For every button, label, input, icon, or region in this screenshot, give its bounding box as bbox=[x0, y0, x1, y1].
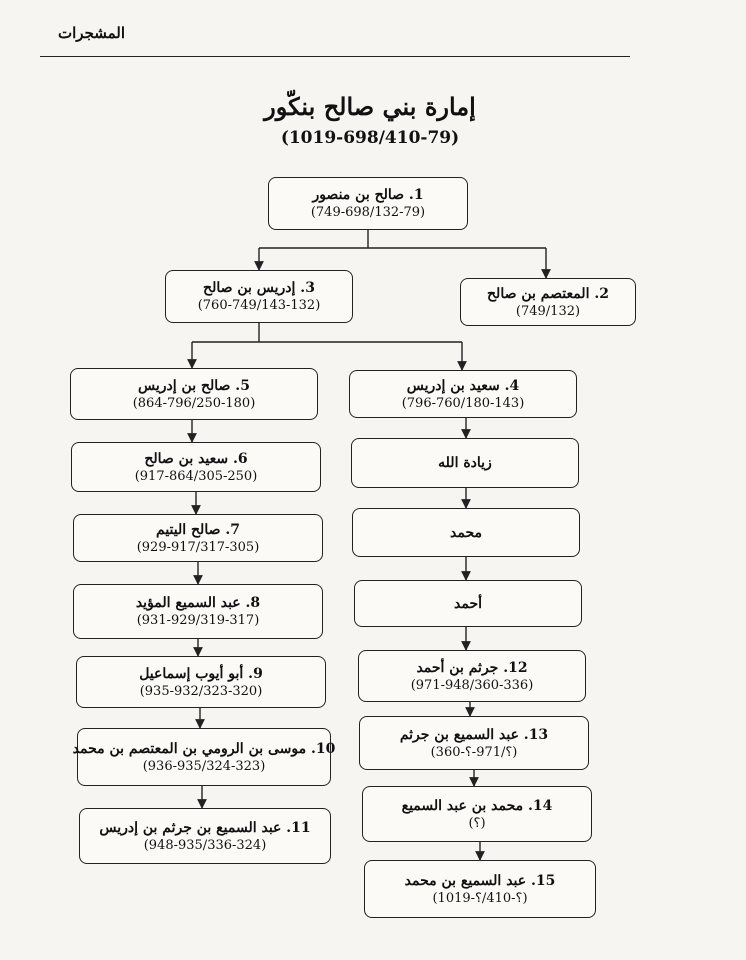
node-14: 14. محمد بن عبد السميع (؟) bbox=[362, 786, 592, 842]
node-13: 13. عبد السميع بن جرثم (360-؟/971-؟) bbox=[359, 716, 589, 770]
node-1-name: 1. صالح بن منصور bbox=[312, 187, 424, 203]
node-6-date: (917-864/305-250) bbox=[134, 468, 258, 484]
node-ahmad-name: أحمد bbox=[454, 595, 482, 612]
node-5-name: 5. صالح بن إدريس bbox=[138, 377, 250, 394]
node-14-name: 14. محمد بن عبد السميع bbox=[401, 797, 553, 814]
page-title: إمارة بني صالح بنكّور bbox=[264, 92, 476, 121]
node-6: 6. سعيد بن صالح (917-864/305-250) bbox=[71, 442, 321, 492]
node-8-date: (931-929/319-317) bbox=[136, 613, 260, 628]
node-2-date: (749/132) bbox=[515, 303, 581, 319]
node-3: 3. إدريس بن صالح (760-749/143-132) bbox=[165, 270, 353, 323]
node-14-date: (؟) bbox=[468, 815, 486, 831]
node-11-date: (948-935/336-324) bbox=[143, 837, 267, 853]
node-7-name: 7. صالح اليتيم bbox=[156, 521, 240, 538]
node-3-date: (760-749/143-132) bbox=[197, 298, 321, 313]
header-rule bbox=[40, 56, 630, 57]
node-8-name: 8. عبد السميع المؤيد bbox=[135, 595, 261, 611]
node-7: 7. صالح اليتيم (929-917/317-305) bbox=[73, 514, 323, 562]
node-2: 2. المعتصم بن صالح (749/132) bbox=[460, 278, 636, 326]
node-9-date: (935-932/323-320) bbox=[139, 683, 263, 699]
node-4: 4. سعيد بن إدريس (796-760/180-143) bbox=[349, 370, 577, 418]
node-5: 5. صالح بن إدريس (864-796/250-180) bbox=[70, 368, 318, 420]
node-2-name: 2. المعتصم بن صالح bbox=[487, 285, 609, 302]
node-5-date: (864-796/250-180) bbox=[132, 395, 256, 411]
node-11-name: 11. عبد السميع بن جرثم بن إدريس bbox=[99, 819, 311, 836]
node-6-name: 6. سعيد بن صالح bbox=[144, 450, 248, 467]
node-4-date: (796-760/180-143) bbox=[401, 395, 525, 411]
node-7-date: (929-917/317-305) bbox=[136, 539, 260, 555]
node-12-name: 12. جرثم بن أحمد bbox=[416, 659, 528, 676]
node-ziyadat-allah: زيادة الله bbox=[351, 438, 579, 488]
node-3-name: 3. إدريس بن صالح bbox=[203, 280, 315, 296]
page-subtitle: (1019-698/410-79) bbox=[280, 128, 460, 148]
node-13-name: 13. عبد السميع بن جرثم bbox=[399, 726, 549, 743]
node-12: 12. جرثم بن أحمد (971-948/360-336) bbox=[358, 650, 586, 702]
node-9: 9. أبو أيوب إسماعيل (935-932/323-320) bbox=[76, 656, 326, 708]
node-10-date: (936-935/324-323) bbox=[142, 758, 266, 774]
node-1-date: (749-698/132-79) bbox=[310, 205, 426, 220]
node-8: 8. عبد السميع المؤيد (931-929/319-317) bbox=[73, 584, 323, 639]
node-15: 15. عبد السميع بن محمد (؟-410/؟-1019) bbox=[364, 860, 596, 918]
node-15-date: (؟-410/؟-1019) bbox=[432, 890, 528, 906]
node-9-name: 9. أبو أيوب إسماعيل bbox=[139, 665, 263, 682]
node-10-name: 10. موسى بن الرومي بن المعتصم بن محمد bbox=[72, 740, 336, 757]
node-13-date: (360-؟/971-؟) bbox=[430, 744, 518, 760]
node-1: 1. صالح بن منصور (749-698/132-79) bbox=[268, 177, 468, 230]
node-4-name: 4. سعيد بن إدريس bbox=[406, 377, 520, 394]
node-ziyadat-allah-name: زيادة الله bbox=[438, 455, 492, 471]
node-muhammad: محمد bbox=[352, 508, 580, 557]
node-15-name: 15. عبد السميع بن محمد bbox=[404, 872, 556, 889]
node-12-date: (971-948/360-336) bbox=[410, 677, 534, 693]
node-muhammad-name: محمد bbox=[450, 524, 482, 541]
node-ahmad: أحمد bbox=[354, 580, 582, 627]
node-11: 11. عبد السميع بن جرثم بن إدريس (948-935… bbox=[79, 808, 331, 864]
header-section-label: المشجرات bbox=[58, 24, 126, 42]
node-10: 10. موسى بن الرومي بن المعتصم بن محمد (9… bbox=[73, 728, 335, 786]
